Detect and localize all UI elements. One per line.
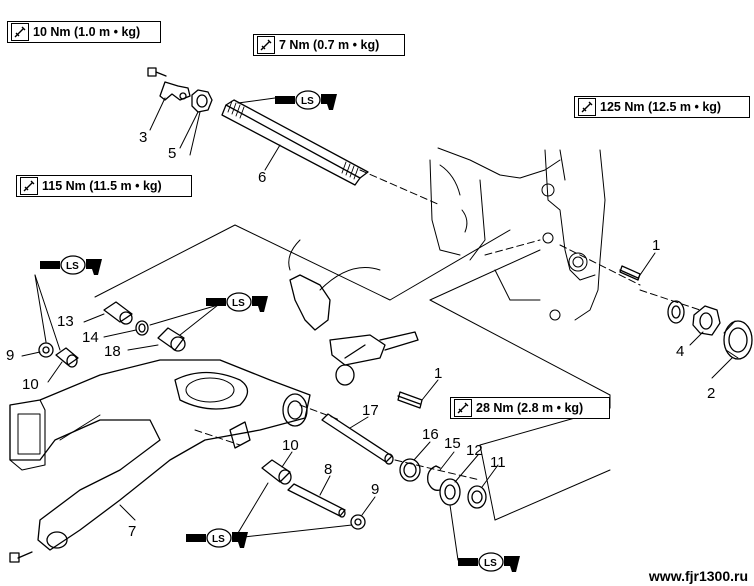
bolt-top — [147, 67, 167, 77]
bushing-10-left — [55, 347, 79, 368]
swingarm — [9, 359, 311, 551]
seal-11 — [467, 485, 487, 509]
lithium-grease-icon: LS — [275, 90, 337, 110]
callout-1-upper: 1 — [652, 237, 661, 254]
callout-1-lower: 1 — [434, 365, 443, 382]
callout-10-left: 10 — [22, 376, 39, 393]
callout-4: 4 — [676, 343, 685, 360]
seal-14 — [135, 320, 149, 336]
lithium-grease-icon: LS — [186, 528, 248, 548]
torque-wrench-icon — [20, 177, 38, 195]
callout-11: 11 — [490, 454, 506, 471]
callout-9-left: 9 — [6, 347, 15, 364]
watermark: www.fjr1300.ru — [648, 568, 748, 584]
callout-6: 6 — [258, 169, 267, 186]
bushing-13 — [103, 301, 133, 325]
leader-lines — [21, 97, 733, 521]
washer-9-left — [38, 342, 54, 358]
shaft-8 — [287, 483, 346, 518]
bolt-swingarm-end — [9, 551, 33, 563]
torque-spec-115nm: 115 Nm (11.5 m • kg) — [16, 175, 192, 197]
relay-arm-linkage — [288, 239, 419, 386]
assembly-guide-lines — [194, 169, 701, 481]
svg-text:LS: LS — [484, 558, 497, 569]
torque-value: 10 Nm (1.0 m • kg) — [33, 25, 141, 39]
callout-15: 15 — [444, 435, 461, 452]
bearing-18 — [157, 327, 186, 352]
lithium-grease-icon: LS — [40, 255, 102, 275]
svg-text:LS: LS — [232, 298, 245, 309]
shaft-17 — [321, 413, 394, 465]
torque-wrench-icon — [11, 23, 29, 41]
torque-spec-10nm: 10 Nm (1.0 m • kg) — [7, 21, 161, 43]
bushing-10-lower — [261, 459, 292, 485]
callout-9-lower: 9 — [371, 481, 380, 498]
torque-value: 115 Nm (11.5 m • kg) — [42, 179, 162, 193]
torque-wrench-icon — [257, 36, 275, 54]
svg-text:LS: LS — [301, 96, 314, 107]
callout-12: 12 — [466, 442, 483, 459]
torque-wrench-icon — [578, 98, 596, 116]
bolt-right — [619, 265, 641, 281]
bearing-16 — [399, 458, 421, 482]
callout-16: 16 — [422, 426, 439, 443]
pivot-nut-top — [191, 89, 213, 113]
callout-10-lower: 10 — [282, 437, 299, 454]
cable-bracket — [159, 81, 191, 101]
torque-wrench-icon — [454, 399, 472, 417]
callout-3: 3 — [139, 129, 148, 146]
callout-8: 8 — [324, 461, 333, 478]
pivot-nut-right — [692, 305, 721, 336]
callout-7: 7 — [128, 523, 137, 540]
washer-9-lower — [350, 514, 366, 530]
washer-12 — [439, 478, 461, 506]
torque-value: 7 Nm (0.7 m • kg) — [279, 38, 380, 52]
callout-14: 14 — [82, 329, 99, 346]
bolt-linkage — [397, 391, 423, 409]
callout-5: 5 — [168, 145, 177, 162]
torque-value: 125 Nm (12.5 m • kg) — [600, 100, 722, 114]
torque-value: 28 Nm (2.8 m • kg) — [476, 401, 584, 415]
callout-17: 17 — [362, 402, 379, 419]
svg-text:LS: LS — [66, 261, 79, 272]
lithium-grease-icon: LS — [458, 552, 520, 572]
lithium-grease-icon: LS — [206, 292, 268, 312]
frame-outline — [429, 147, 606, 321]
pivot-shaft — [221, 99, 369, 186]
washer-right — [667, 300, 685, 324]
callout-18: 18 — [104, 343, 121, 360]
pivot-cap-right — [723, 320, 753, 360]
callout-13: 13 — [57, 313, 74, 330]
torque-spec-125nm: 125 Nm (12.5 m • kg) — [574, 96, 750, 118]
torque-spec-28nm: 28 Nm (2.8 m • kg) — [450, 397, 610, 419]
callout-2: 2 — [707, 385, 716, 402]
svg-text:LS: LS — [212, 534, 225, 545]
torque-spec-7nm: 7 Nm (0.7 m • kg) — [253, 34, 405, 56]
lubrication-pointers — [34, 97, 459, 561]
circlip-15 — [427, 465, 441, 491]
